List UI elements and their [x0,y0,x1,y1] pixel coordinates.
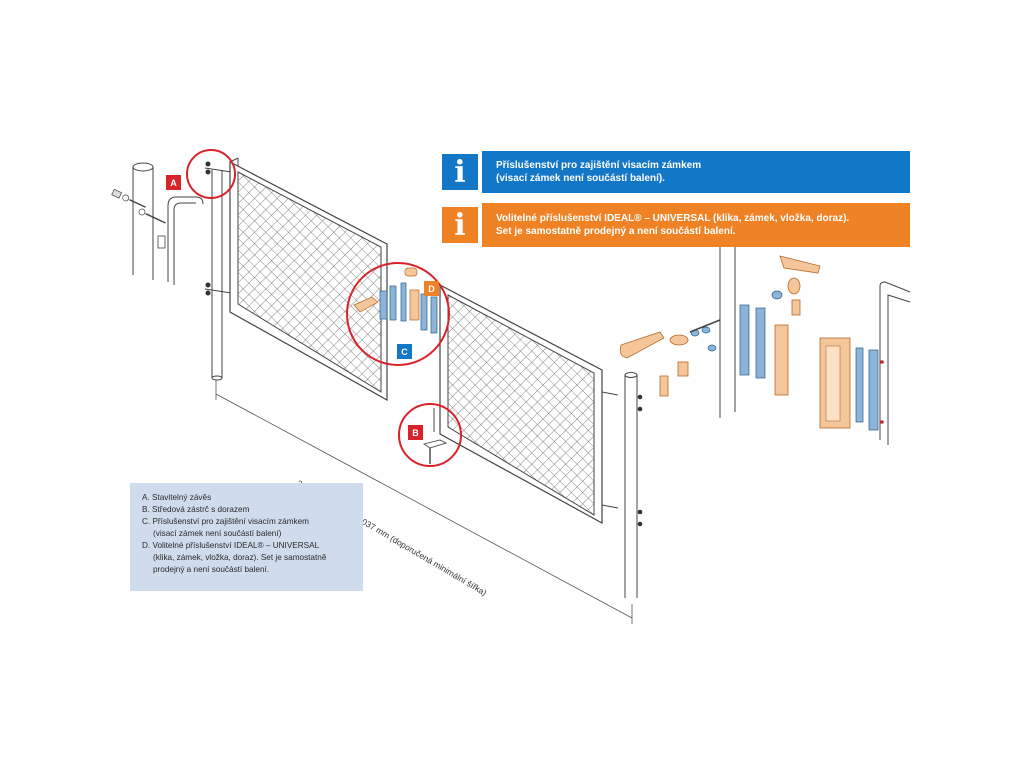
parts-legend: A. Stavitelný závěs B. Středová zástrč s… [130,483,363,591]
lock-detail-parts [353,267,438,334]
info-icon: i [442,154,478,190]
legend-item: (klika, zámek, vložka, doraz). Set je sa… [153,553,327,562]
legend-item: A. Stavitelný závěs [142,493,212,502]
legend-item: C. Příslušenství pro zajištění visacím z… [142,517,309,526]
detail-circle-b [398,403,462,467]
universal-lockset-exploded [619,245,911,445]
tag-b: B [408,425,423,440]
right-gate-leaf [439,284,619,525]
left-fence-post [132,162,204,285]
legend-item: B. Středová zástrč s dorazem [142,505,250,514]
tag-d: D [424,281,439,296]
detail-circle-a [186,149,236,199]
hinge-bolts-exploded [111,188,166,224]
drop-bolt-detail [422,408,448,464]
padlock-accessory-banner: i Příslušenství pro zajištění visacím zá… [438,151,910,193]
detail-circle-c [346,262,450,366]
tag-a: A [166,175,181,190]
left-gate-leaf [229,157,388,402]
hinge-post [204,161,239,381]
legend-item: (visací zámek není součástí balení) [153,529,282,538]
padlock-banner-line-2: (visací zámek není součástí balení). [496,173,665,184]
info-icon: i [442,207,478,243]
tag-c: C [397,344,412,359]
width-dimension-lines [215,380,633,624]
right-gate-post [624,372,643,598]
optional-banner-line-2: Set je samostatně prodejný a není součás… [496,226,736,237]
legend-item: D. Volitelné příslušenství IDEAL® – UNIV… [142,541,320,550]
optional-accessory-banner: i Volitelné příslušenství IDEAL® – UNIVE… [438,203,910,247]
padlock-banner-line-1: Příslušenství pro zajištění visacím zámk… [496,160,702,171]
optional-banner-line-1: Volitelné příslušenství IDEAL® – UNIVERS… [496,213,850,224]
legend-item: prodejný a není součástí balení. [153,565,270,574]
